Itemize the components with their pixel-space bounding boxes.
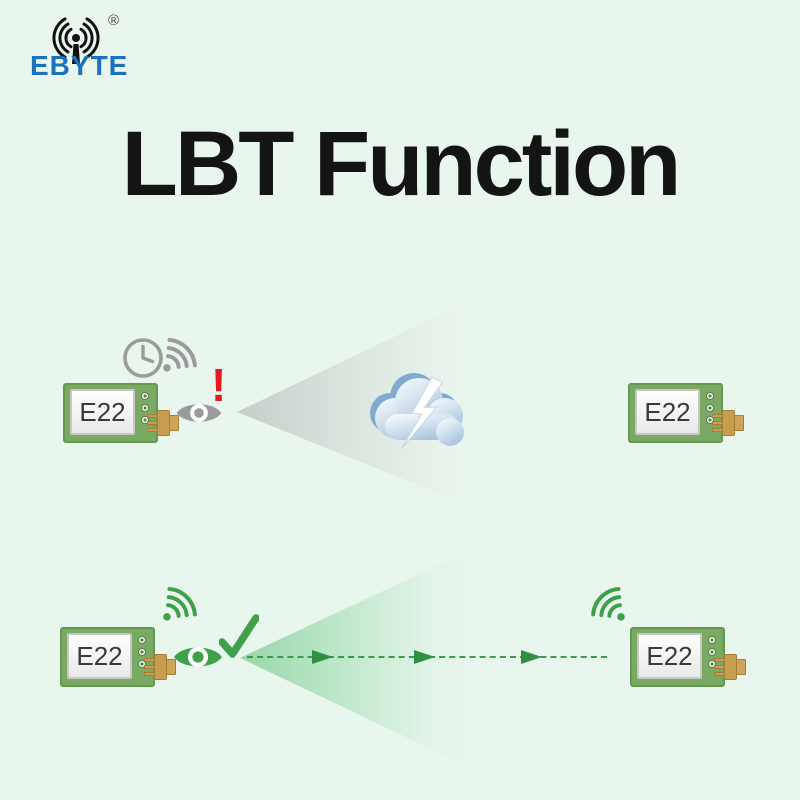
- pin-holes: [706, 392, 714, 424]
- module-label: E22: [67, 633, 132, 679]
- brand-name: EBYTE: [30, 50, 129, 81]
- arrow-right-icon: [312, 650, 333, 664]
- antenna-connector: [144, 654, 178, 682]
- module-label: E22: [635, 389, 700, 435]
- pcb-board: E22: [630, 627, 725, 687]
- clock-icon: [123, 338, 163, 378]
- e22-module-bottom-left: E22: [60, 627, 178, 687]
- antenna-connector: [714, 654, 748, 682]
- antenna-connector: [712, 410, 746, 438]
- eye-icon: [174, 647, 222, 667]
- eye-icon: [176, 404, 222, 422]
- wifi-signal-icon: [586, 577, 628, 624]
- e22-module-top-right: E22: [628, 383, 746, 443]
- wifi-signal-icon: [163, 586, 197, 621]
- e22-module-top-left: E22: [63, 383, 181, 443]
- lightning-bolt-icon: [401, 376, 444, 449]
- module-label: E22: [637, 633, 702, 679]
- pcb-board: E22: [60, 627, 155, 687]
- checkmark-icon: [219, 614, 259, 658]
- antenna-signal-icon: [52, 17, 100, 64]
- pin-holes: [708, 636, 716, 668]
- antenna-connector: [147, 410, 181, 438]
- e22-module-bottom-right: E22: [630, 627, 748, 687]
- ebyte-logo: ® EBYTE: [14, 6, 144, 81]
- page-title: LBT Function: [121, 113, 682, 215]
- arrow-right-icon: [414, 650, 435, 664]
- pin-holes: [141, 392, 149, 424]
- wifi-signal-icon: [163, 337, 197, 372]
- storm-cloud-icon: [370, 373, 464, 449]
- pin-holes: [138, 636, 146, 668]
- registered-mark: ®: [108, 12, 120, 29]
- transmit-beam: [240, 548, 475, 770]
- module-label: E22: [70, 389, 135, 435]
- pcb-board: E22: [628, 383, 723, 443]
- exclamation-mark: !: [211, 359, 227, 411]
- arrow-right-icon: [521, 650, 542, 664]
- pcb-board: E22: [63, 383, 158, 443]
